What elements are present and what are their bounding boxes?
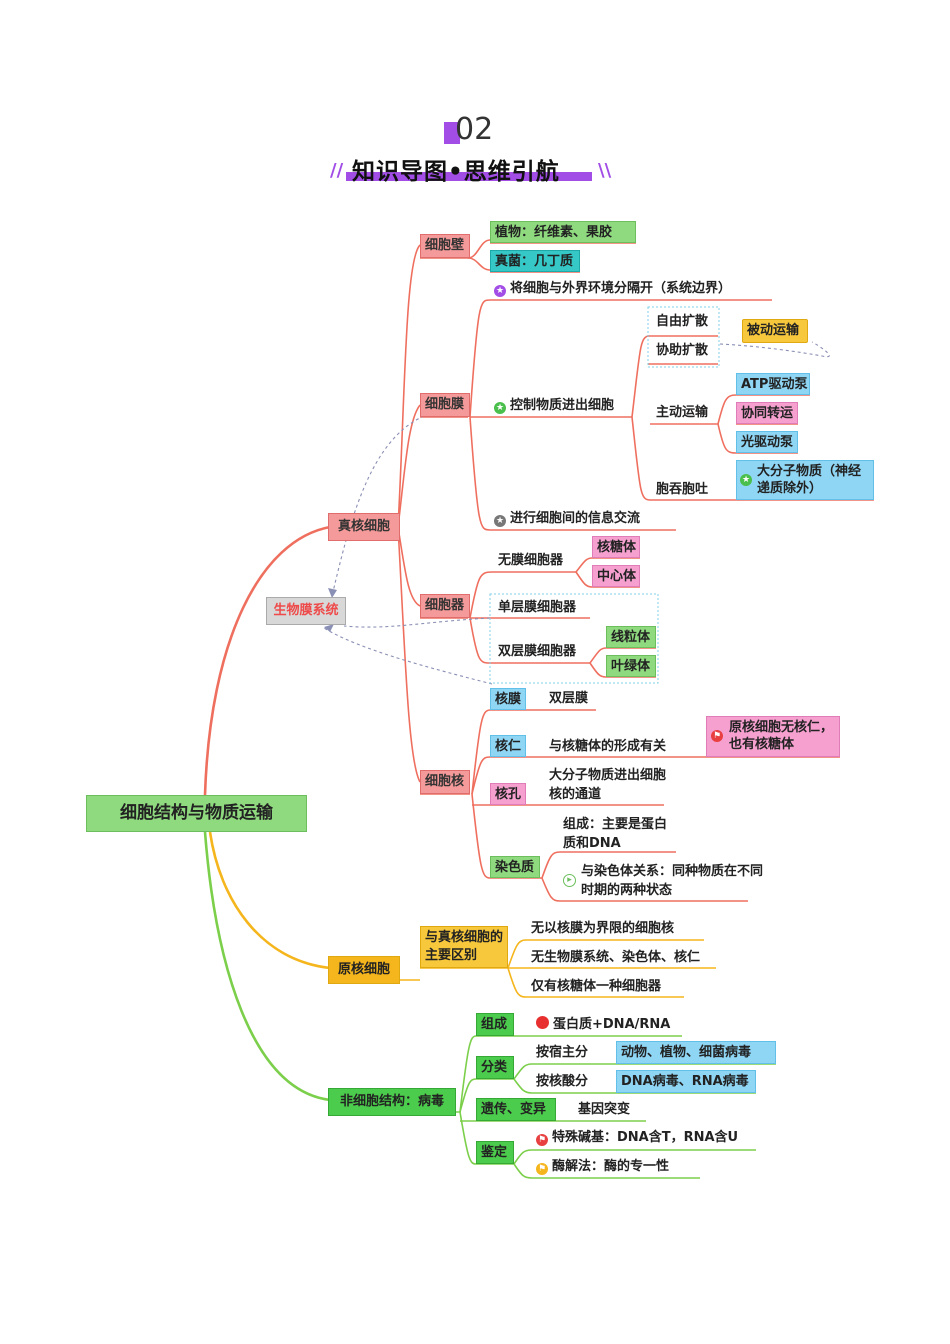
star-icon: ★ (494, 402, 506, 414)
membrane-function-control: ★ 控制物质进出细胞 (494, 397, 614, 415)
cotransport-node[interactable]: 协同转运 (736, 402, 798, 424)
play-icon: ▸ (563, 874, 576, 887)
slash-decoration-right: \\ (598, 160, 612, 181)
membrane-function-separate: ★ 将细胞与外界环境分隔开（系统边界） (494, 280, 731, 298)
difference-2-node[interactable]: 无生物膜系统、染色体、核仁 (531, 950, 701, 965)
separate-text: 将细胞与外界环境分隔开（系统边界） (510, 281, 732, 296)
prokaryote-note-text: 原核细胞无核仁，也有核糖体 (729, 720, 834, 752)
prokaryote-note-node[interactable]: ⚑ 原核细胞无核仁，也有核糖体 (706, 716, 840, 757)
chromatin-composition-node[interactable]: 组成：主要是蛋白质和DNA (563, 817, 668, 851)
difference-3-node[interactable]: 仅有核糖体一种细胞器 (531, 979, 662, 994)
page-title: 知识导图•思维引航 (352, 159, 560, 185)
special-base-text: 特殊碱基：DNA含T，RNA含U (552, 1130, 739, 1145)
flag-icon: ⚑ (536, 1134, 548, 1146)
control-text: 控制物质进出细胞 (510, 398, 615, 413)
root-node[interactable]: 细胞结构与物质运输 (86, 795, 307, 832)
macromolecule-node[interactable]: ★ 大分子物质（神经递质除外） (736, 460, 874, 500)
difference-1-node[interactable]: 无以核膜为界限的细胞核 (531, 921, 675, 936)
slash-decoration-left: // (330, 160, 344, 181)
special-base-node[interactable]: ⚑ 特殊碱基：DNA含T，RNA含U (536, 1129, 738, 1147)
light-pump-node[interactable]: 光驱动泵 (736, 431, 798, 453)
virus-node[interactable]: 非细胞结构：病毒 (328, 1088, 456, 1116)
host-value-node[interactable]: 动物、植物、细菌病毒 (616, 1041, 776, 1064)
passive-transport-node[interactable]: 被动运输 (742, 319, 808, 343)
flag-icon: ⚑ (536, 1163, 548, 1175)
title-accent-bar (444, 122, 460, 144)
non-membrane-organelle-node[interactable]: 无膜细胞器 (498, 553, 564, 568)
atp-pump-node[interactable]: ATP驱动泵 (736, 373, 810, 395)
nuclear-envelope-node[interactable]: 核膜 (490, 688, 526, 710)
ribosome-node[interactable]: 核糖体 (592, 536, 640, 558)
red-dot-icon (536, 1016, 549, 1029)
cell-membrane-node[interactable]: 细胞膜 (420, 393, 470, 417)
section-number: 02 (455, 112, 494, 147)
membrane-function-communication: ★ 进行细胞间的信息交流 (494, 510, 640, 528)
chromatin-relation-text: 与染色体关系：同种物质在不同时期的两种状态 (581, 864, 764, 898)
virus-composition-node[interactable]: 组成 (476, 1013, 514, 1036)
nucleolus-node[interactable]: 核仁 (490, 735, 526, 757)
identify-node[interactable]: 鉴定 (476, 1141, 514, 1164)
star-icon: ★ (494, 515, 506, 527)
virus-composition-value[interactable]: 蛋白质+DNA/RNA (536, 1016, 670, 1034)
nucleolus-function-node[interactable]: 与核糖体的形成有关 (549, 739, 667, 754)
single-membrane-organelle-node[interactable]: 单层膜细胞器 (498, 600, 577, 615)
centrosome-node[interactable]: 中心体 (592, 565, 640, 587)
plant-wall-node[interactable]: 植物：纤维素、果胶 (490, 221, 636, 243)
chromatin-relation-node[interactable]: ▸ 与染色体关系：同种物质在不同时期的两种状态 (563, 862, 765, 900)
enzyme-method-text: 酶解法：酶的专一性 (552, 1159, 670, 1174)
acid-value-node[interactable]: DNA病毒、RNA病毒 (616, 1070, 756, 1093)
macromolecule-text: 大分子物质（神经递质除外） (757, 464, 862, 496)
pore-function-node[interactable]: 大分子物质进出细胞核的通道 (549, 768, 667, 802)
cell-wall-node[interactable]: 细胞壁 (420, 234, 470, 258)
composition-value-text: 蛋白质+DNA/RNA (553, 1017, 671, 1032)
double-membrane-organelle-node[interactable]: 双层膜细胞器 (498, 644, 577, 659)
organelle-node[interactable]: 细胞器 (420, 594, 470, 618)
heredity-node[interactable]: 遗传、变异 (476, 1098, 556, 1121)
active-transport-node[interactable]: 主动运输 (656, 405, 709, 420)
free-diffusion-node[interactable]: 自由扩散 (656, 314, 709, 329)
mitochondria-node[interactable]: 线粒体 (606, 626, 656, 648)
membrane-system-node[interactable]: 生物膜系统 (266, 597, 346, 625)
chloroplast-node[interactable]: 叶绿体 (606, 655, 656, 677)
eukaryote-node[interactable]: 真核细胞 (328, 513, 400, 541)
star-icon: ★ (494, 285, 506, 297)
chromatin-node[interactable]: 染色质 (490, 856, 540, 878)
communication-text: 进行细胞间的信息交流 (510, 511, 641, 526)
fungi-wall-node[interactable]: 真菌：几丁质 (490, 250, 580, 272)
enzyme-method-node[interactable]: ⚑ 酶解法：酶的专一性 (536, 1158, 669, 1176)
virus-classify-node[interactable]: 分类 (476, 1056, 514, 1079)
prokaryote-node[interactable]: 原核细胞 (328, 956, 400, 984)
endocytosis-node[interactable]: 胞吞胞吐 (656, 482, 709, 497)
star-icon: ★ (740, 474, 752, 486)
title-underline (346, 172, 592, 181)
nuclear-pore-node[interactable]: 核孔 (490, 783, 526, 805)
by-host-node[interactable]: 按宿主分 (536, 1045, 589, 1060)
difference-node[interactable]: 与真核细胞的主要区别 (420, 926, 508, 968)
flag-icon: ⚑ (711, 730, 723, 742)
mutation-node[interactable]: 基因突变 (578, 1102, 631, 1117)
nucleus-node[interactable]: 细胞核 (420, 770, 470, 794)
by-acid-node[interactable]: 按核酸分 (536, 1074, 589, 1089)
facilitated-diffusion-node[interactable]: 协助扩散 (656, 343, 709, 358)
double-layer-node[interactable]: 双层膜 (549, 691, 589, 706)
